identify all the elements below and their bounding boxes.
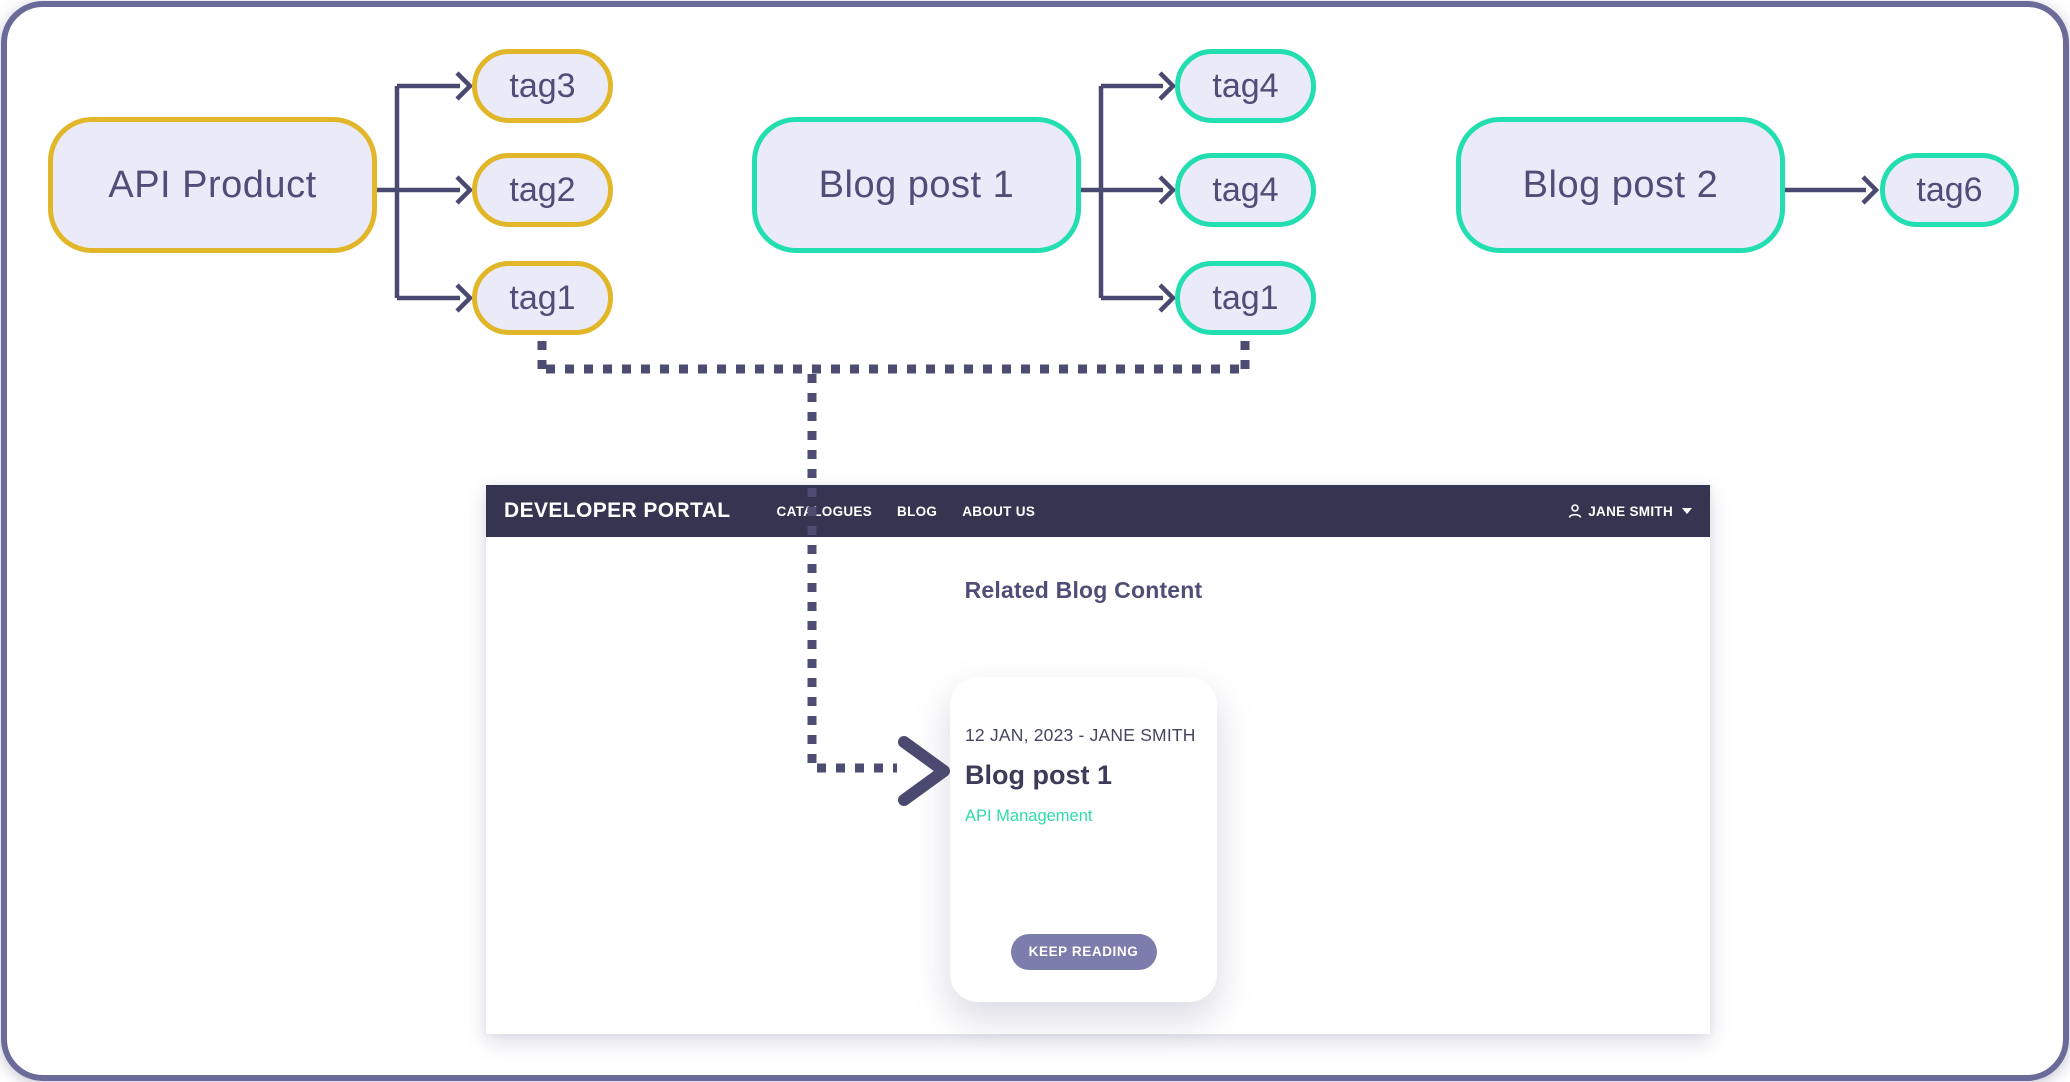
arrows-blog-post-1: [1081, 71, 1177, 313]
nav-menu: CATALOGUES BLOG ABOUT US: [777, 504, 1036, 519]
person-icon: [1568, 504, 1582, 518]
portal-content: Related Blog Content 12 JAN, 2023 - JANE…: [486, 537, 1710, 1034]
arrowhead: [455, 71, 474, 101]
node-label: Blog post 2: [1522, 163, 1719, 206]
node-api-product: API Product: [48, 117, 377, 253]
tag-label: tag3: [509, 66, 576, 105]
nav-item-catalogues[interactable]: CATALOGUES: [776, 503, 873, 519]
node-blog-post-1: Blog post 1: [752, 117, 1081, 253]
arrowhead: [455, 175, 474, 205]
arrowhead: [1861, 175, 1880, 205]
arrows-api-product: [377, 71, 474, 313]
tag-pill-tag2: tag2: [472, 153, 613, 227]
nav-item-about-us[interactable]: ABOUT US: [962, 503, 1036, 519]
tag-label: tag4: [1212, 170, 1279, 209]
tag-label: tag1: [509, 278, 576, 317]
tag-pill-tag3: tag3: [472, 49, 613, 123]
tag-label: tag4: [1212, 66, 1279, 105]
tag-label: tag6: [1916, 170, 1983, 209]
user-name: JANE SMITH: [1588, 503, 1673, 519]
tag-pill-tag1-left: tag1: [472, 261, 613, 335]
dotted-arrowhead: [898, 736, 950, 806]
blog-card: 12 JAN, 2023 - JANE SMITH Blog post 1 AP…: [950, 677, 1217, 1002]
node-label: Blog post 1: [818, 163, 1015, 206]
developer-portal-window: DEVELOPER PORTAL CATALOGUES BLOG ABOUT U…: [486, 485, 1710, 1034]
brand-title: DEVELOPER PORTAL: [504, 499, 731, 522]
dotted-path-tag1-to-card: [537, 341, 1250, 806]
node-blog-post-2: Blog post 2: [1456, 117, 1785, 253]
arrowhead: [455, 283, 474, 313]
blog-card-tag-link[interactable]: API Management: [965, 807, 1093, 825]
arrowhead: [1158, 175, 1177, 205]
tag-label: tag2: [509, 170, 576, 209]
nav-item-blog[interactable]: BLOG: [897, 503, 938, 519]
chevron-down-icon[interactable]: [1682, 508, 1692, 514]
keep-reading-button[interactable]: KEEP READING: [1010, 934, 1157, 970]
tag-pill-tag1-right: tag1: [1175, 261, 1316, 335]
arrowhead: [1158, 71, 1177, 101]
arrowhead: [1158, 283, 1177, 313]
section-title: Related Blog Content: [964, 577, 1203, 603]
tag-pill-tag6: tag6: [1880, 153, 2019, 227]
user-menu[interactable]: JANE SMITH: [1567, 503, 1692, 519]
blog-card-title: Blog post 1: [965, 760, 1112, 790]
node-label: API Product: [108, 163, 317, 206]
tag-label: tag1: [1212, 278, 1279, 317]
navbar: DEVELOPER PORTAL CATALOGUES BLOG ABOUT U…: [486, 485, 1710, 537]
tag-pill-tag4-top: tag4: [1175, 49, 1316, 123]
arrows-blog-post-2: [1783, 175, 1880, 205]
blog-card-meta: 12 JAN, 2023 - JANE SMITH: [965, 725, 1196, 745]
tag-pill-tag4-mid: tag4: [1175, 153, 1316, 227]
